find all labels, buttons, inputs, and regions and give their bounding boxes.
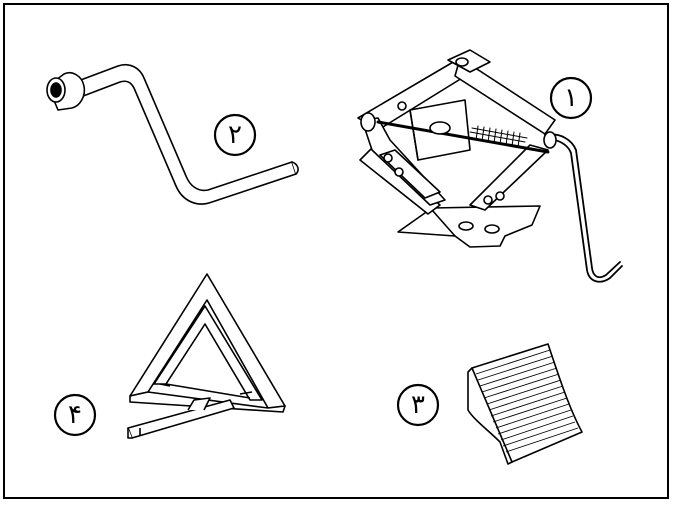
chock-number-label: ٣	[411, 390, 425, 420]
diagram-frame	[3, 3, 669, 499]
wrench-number-label: ٢	[228, 120, 242, 150]
lug-wrench-icon	[46, 63, 299, 205]
chock-label-circle	[396, 383, 440, 427]
warning-triangle-icon	[127, 273, 286, 439]
triangle-label-circle	[53, 393, 97, 437]
wrench-label-circle	[213, 113, 257, 157]
jack-number-label: ١	[564, 83, 578, 113]
triangle-number-label: ۴	[68, 400, 82, 430]
wheel-chock-icon	[467, 343, 583, 465]
jack-label-circle	[549, 76, 593, 120]
scissor-jack-icon	[357, 49, 623, 283]
